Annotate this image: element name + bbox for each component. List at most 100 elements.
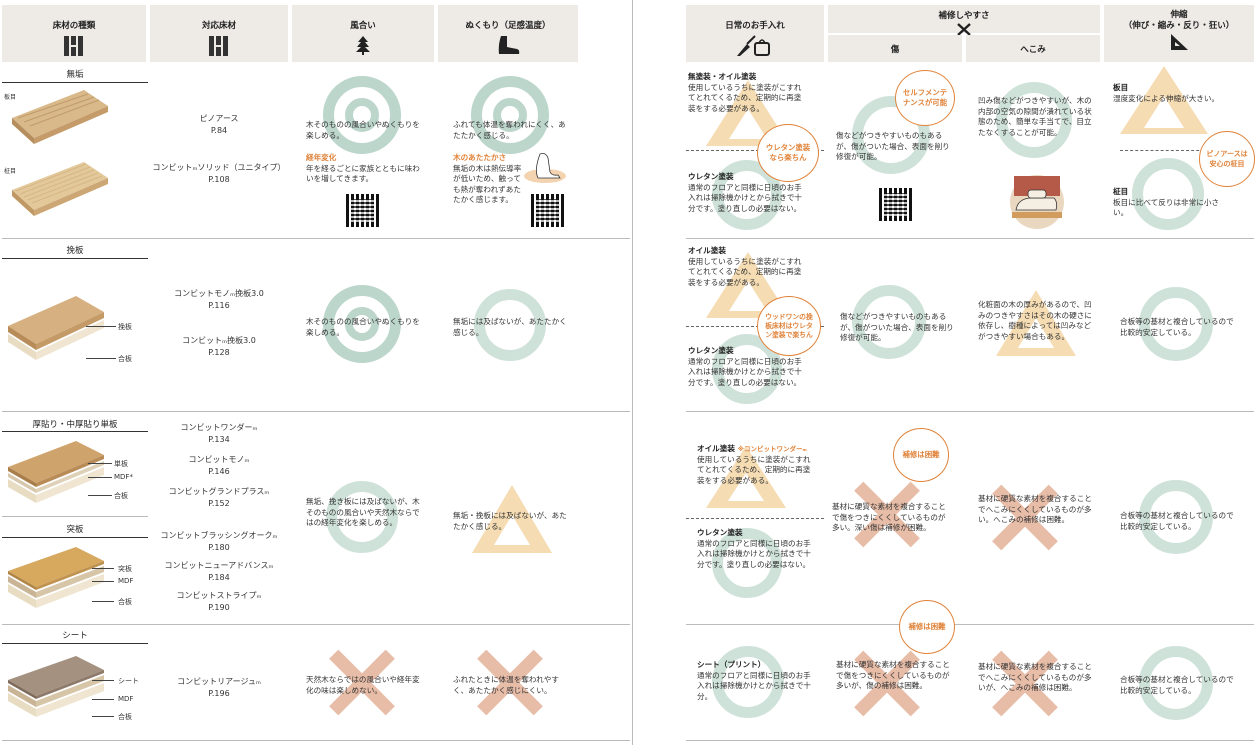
dashed-divider (686, 518, 824, 519)
care-title: ウレタン塗装 (697, 528, 743, 537)
wood-label-hagi-top: 挽板 (118, 323, 132, 331)
scratch-text: 基材に硬質な素材を複合することで傷をつきにくくしているものが多いが、傷の補修は困… (836, 660, 950, 690)
care-title: ウレタン塗装 (688, 346, 734, 355)
qr-code[interactable] (346, 194, 379, 227)
callout-bubble: ウッドワンの挽板床材はウレタン塗装で楽ちん (757, 296, 821, 356)
warmth-note-body: 無垢の木は熱伝導率が低いため、触っても熱が奪われずあたたかく感じます。 (453, 163, 522, 205)
care-body: 使用しているうちに塗装がこすれてとれてくるため、定期的に再塗装をする必要がある。 (688, 256, 802, 287)
row-divider (2, 740, 630, 741)
header-repair-scratch-label: 傷 (890, 45, 900, 55)
row-divider (2, 411, 630, 412)
rating-circle-icon (1139, 646, 1213, 720)
product-page: P.196 (208, 689, 230, 698)
row-divider (686, 624, 1254, 625)
header-repair-dent: へこみ (966, 35, 1100, 62)
product-page: P.184 (208, 573, 230, 582)
care-title: シート（プリント） (697, 660, 766, 669)
care-body: 通常のフロアと同様に日頃のお手入れは掃除機かけとから拭きで十分です。塗り直しの必… (688, 182, 802, 213)
dent-text: 基材に硬質な素材を複合することでへこみにくくしているものが多いが、へこみの補修は… (978, 662, 1092, 692)
wood-label-masame: 柾目 (4, 168, 17, 175)
rating-triangle-inner (729, 109, 767, 139)
product-page: P.146 (208, 467, 230, 476)
rating-double-circle-icon (323, 76, 401, 154)
row-divider (686, 411, 1254, 412)
product-name: ピノアース (199, 114, 239, 123)
header-care: 日常のお手入れ (686, 5, 824, 62)
section-underline (2, 643, 148, 644)
header-expansion-label: 伸縮 （伸び・縮み・反り・狂い） (1123, 10, 1235, 31)
appearance-text: 木そのものの風合いやぬくもりを楽しめる。 (306, 120, 420, 140)
rating-triangle-inner (494, 515, 530, 545)
dent-text: 化粧面の木の厚みがあるので、凹みのつきやすさはその木の硬さに依存し、樹種によって… (978, 300, 1092, 341)
care-body: 使用しているうちに塗装がこすれてとれてくるため、定期的に再塗装をする必要がある。 (697, 454, 811, 485)
wood-label-atsu-top: 単板 (114, 460, 128, 468)
product-page: P.116 (208, 301, 230, 310)
product-name: コンビットブラッシングオークₘ (160, 531, 278, 540)
product-page: P.128 (208, 348, 230, 357)
rating-double-circle-icon (471, 76, 549, 154)
section-atsu: 厚貼り・中厚貼り単板 (32, 420, 118, 430)
row-divider (2, 624, 630, 625)
care-text: シート（プリント）通常のフロアと同様に日頃のお手入れは掃除機かけとから拭きで十分… (697, 660, 815, 702)
product-name: コンビットニューアドバンスₘ (164, 561, 274, 570)
wood-label-sheet-base: 合板 (118, 713, 132, 721)
appearance-note-body: 年を経るごとに家族とともに味わいを増してきます。 (306, 163, 420, 184)
row-divider (686, 740, 1254, 741)
expansion-title: 柾目 (1113, 187, 1129, 196)
wood-pointer (88, 495, 112, 496)
header-warmth-label: ぬくもり（足感温度） (465, 21, 551, 31)
page-divider (632, 0, 633, 745)
care-body: 通常のフロアと同様に日頃のお手入れは掃除機かけとから拭きで十分です。塗り直しの必… (697, 538, 811, 569)
dashed-divider (686, 326, 824, 327)
wood-pointer (92, 716, 114, 717)
wood-pointer (92, 680, 114, 681)
rating-circle-icon (1139, 480, 1213, 554)
product-entry[interactable]: コンビットₘソリッド（ユニタイプ）P.108 (150, 162, 288, 186)
care-body: 使用しているうちに塗装がこすれてとれてくるため、定期的に再塗装をする必要がある。 (688, 82, 802, 113)
rating-triangle-inner (729, 281, 767, 311)
qr-code[interactable] (879, 188, 912, 221)
product-name: コンビットストライプₘ (176, 591, 262, 600)
product-name: コンビットリアージュₘ (177, 677, 261, 686)
wood-label-atsu-mid: MDF* (114, 473, 133, 481)
appearance-text: 天然木ならではの風合いや経年変化の味は楽しめない。 (306, 675, 420, 695)
wood-pointer (92, 581, 114, 582)
product-entry[interactable]: ピノアース P.84 (150, 113, 288, 137)
callout-bubble: 補修は困難 (899, 600, 955, 654)
wood-hagi-image (8, 296, 104, 360)
rating-triangle-inner (1018, 318, 1054, 348)
callout-bubble: ウレタン塗装なら楽ちん (757, 124, 819, 182)
header-repair-scratch: 傷 (828, 35, 962, 62)
rating-inner-circle (345, 98, 379, 132)
header-expansion: 伸縮 （伸び・縮み・反り・狂い） (1104, 5, 1254, 62)
callout-bubble: セルフメンテナンスが可能 (895, 70, 955, 126)
section-underline (2, 82, 148, 83)
product-page: P.84 (210, 126, 228, 135)
header-appearance: 風合い (292, 5, 434, 62)
wood-masame-image (12, 162, 108, 216)
header-floor-type: 床材の種類 (2, 5, 146, 62)
rating-circle-icon (852, 96, 930, 174)
product-page: P.180 (208, 543, 230, 552)
expansion-body: 湿度変化による伸縮が大きい。 (1113, 93, 1220, 103)
rating-circle-icon (1132, 158, 1204, 230)
rating-circle-icon (712, 646, 784, 718)
wood-label-atsu-base: 合板 (114, 492, 128, 500)
qr-code[interactable] (531, 194, 564, 227)
care-title: ウレタン塗装 (688, 172, 734, 181)
row-divider (2, 238, 630, 239)
dashed-divider (686, 150, 824, 151)
rating-inner-circle (493, 98, 527, 132)
section-underline (2, 537, 148, 538)
wood-label-tsuki-base: 合板 (118, 598, 132, 606)
